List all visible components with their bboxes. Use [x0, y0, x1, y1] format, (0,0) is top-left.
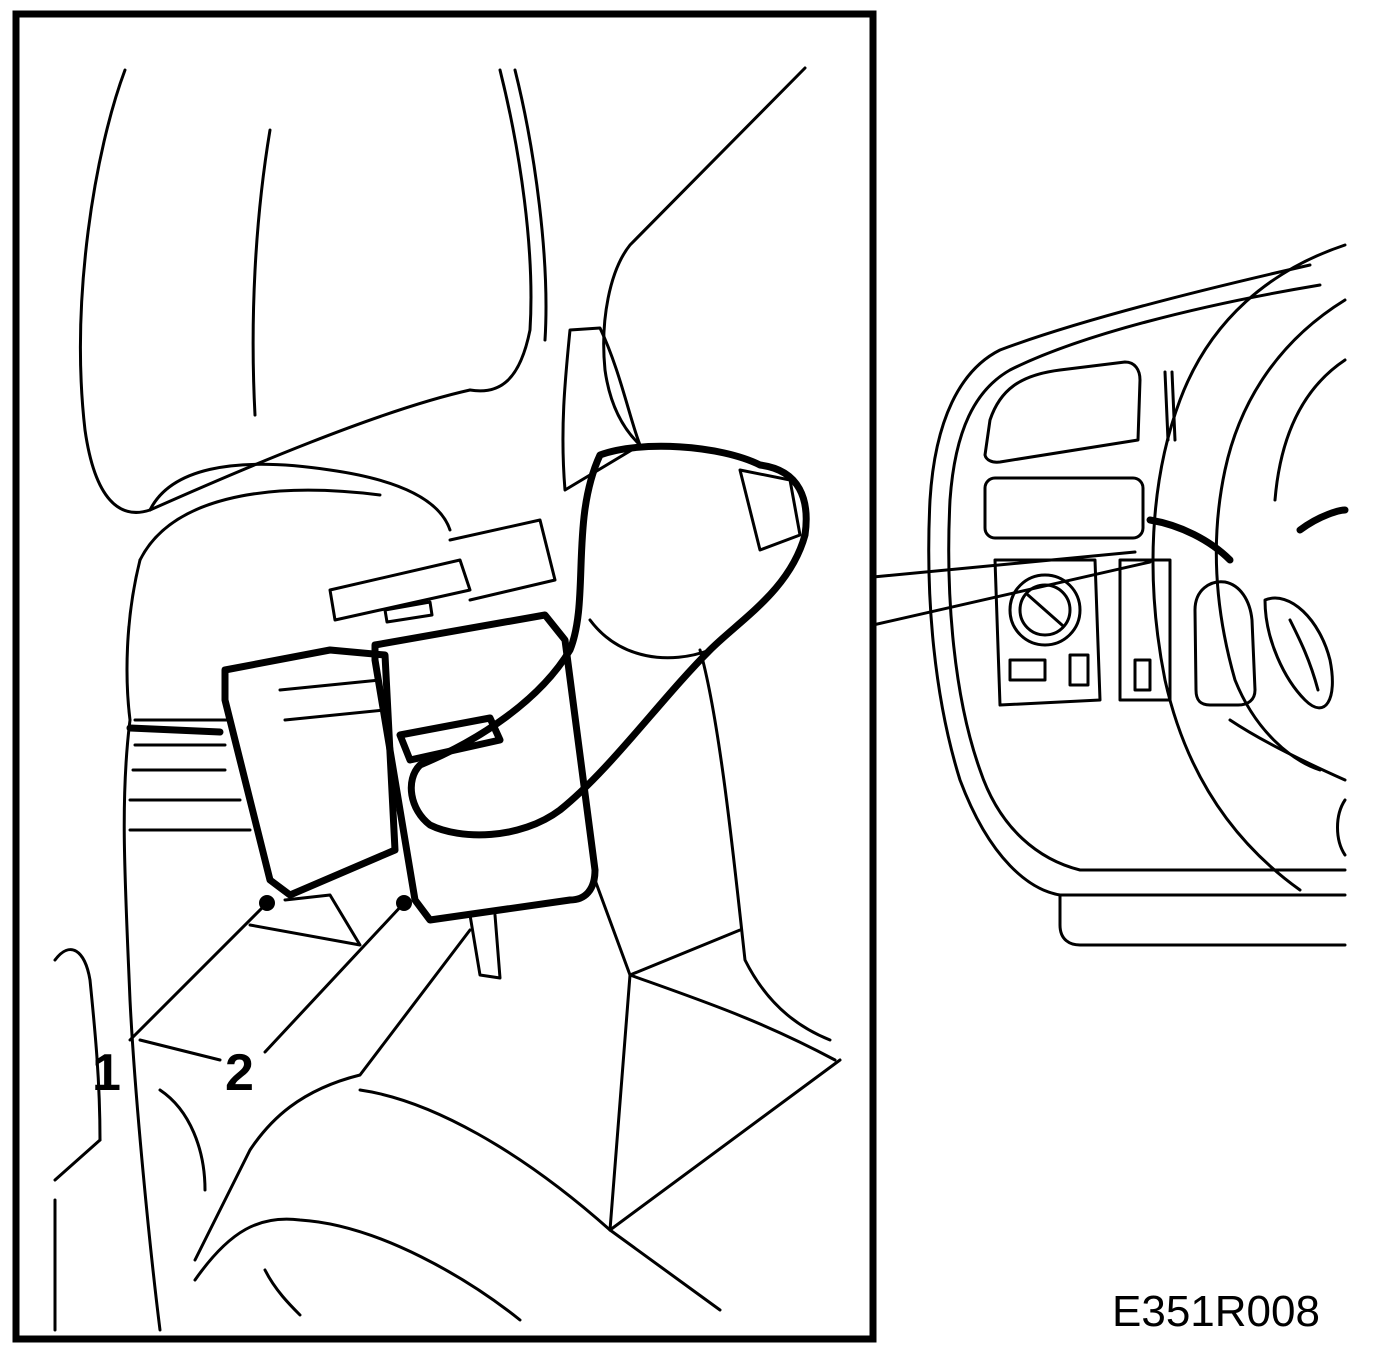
callout-1-label: 1: [92, 1044, 121, 1102]
figure-code: E351R008: [1112, 1287, 1320, 1336]
steering-column-detail: [53, 66, 842, 1332]
callout-leaders: [128, 895, 412, 1062]
callout-2-label: 2: [225, 1044, 254, 1102]
detail-frame: [12, 10, 877, 1343]
magnifier-pointer: [871, 550, 1152, 627]
dashboard-overview: [927, 243, 1349, 947]
